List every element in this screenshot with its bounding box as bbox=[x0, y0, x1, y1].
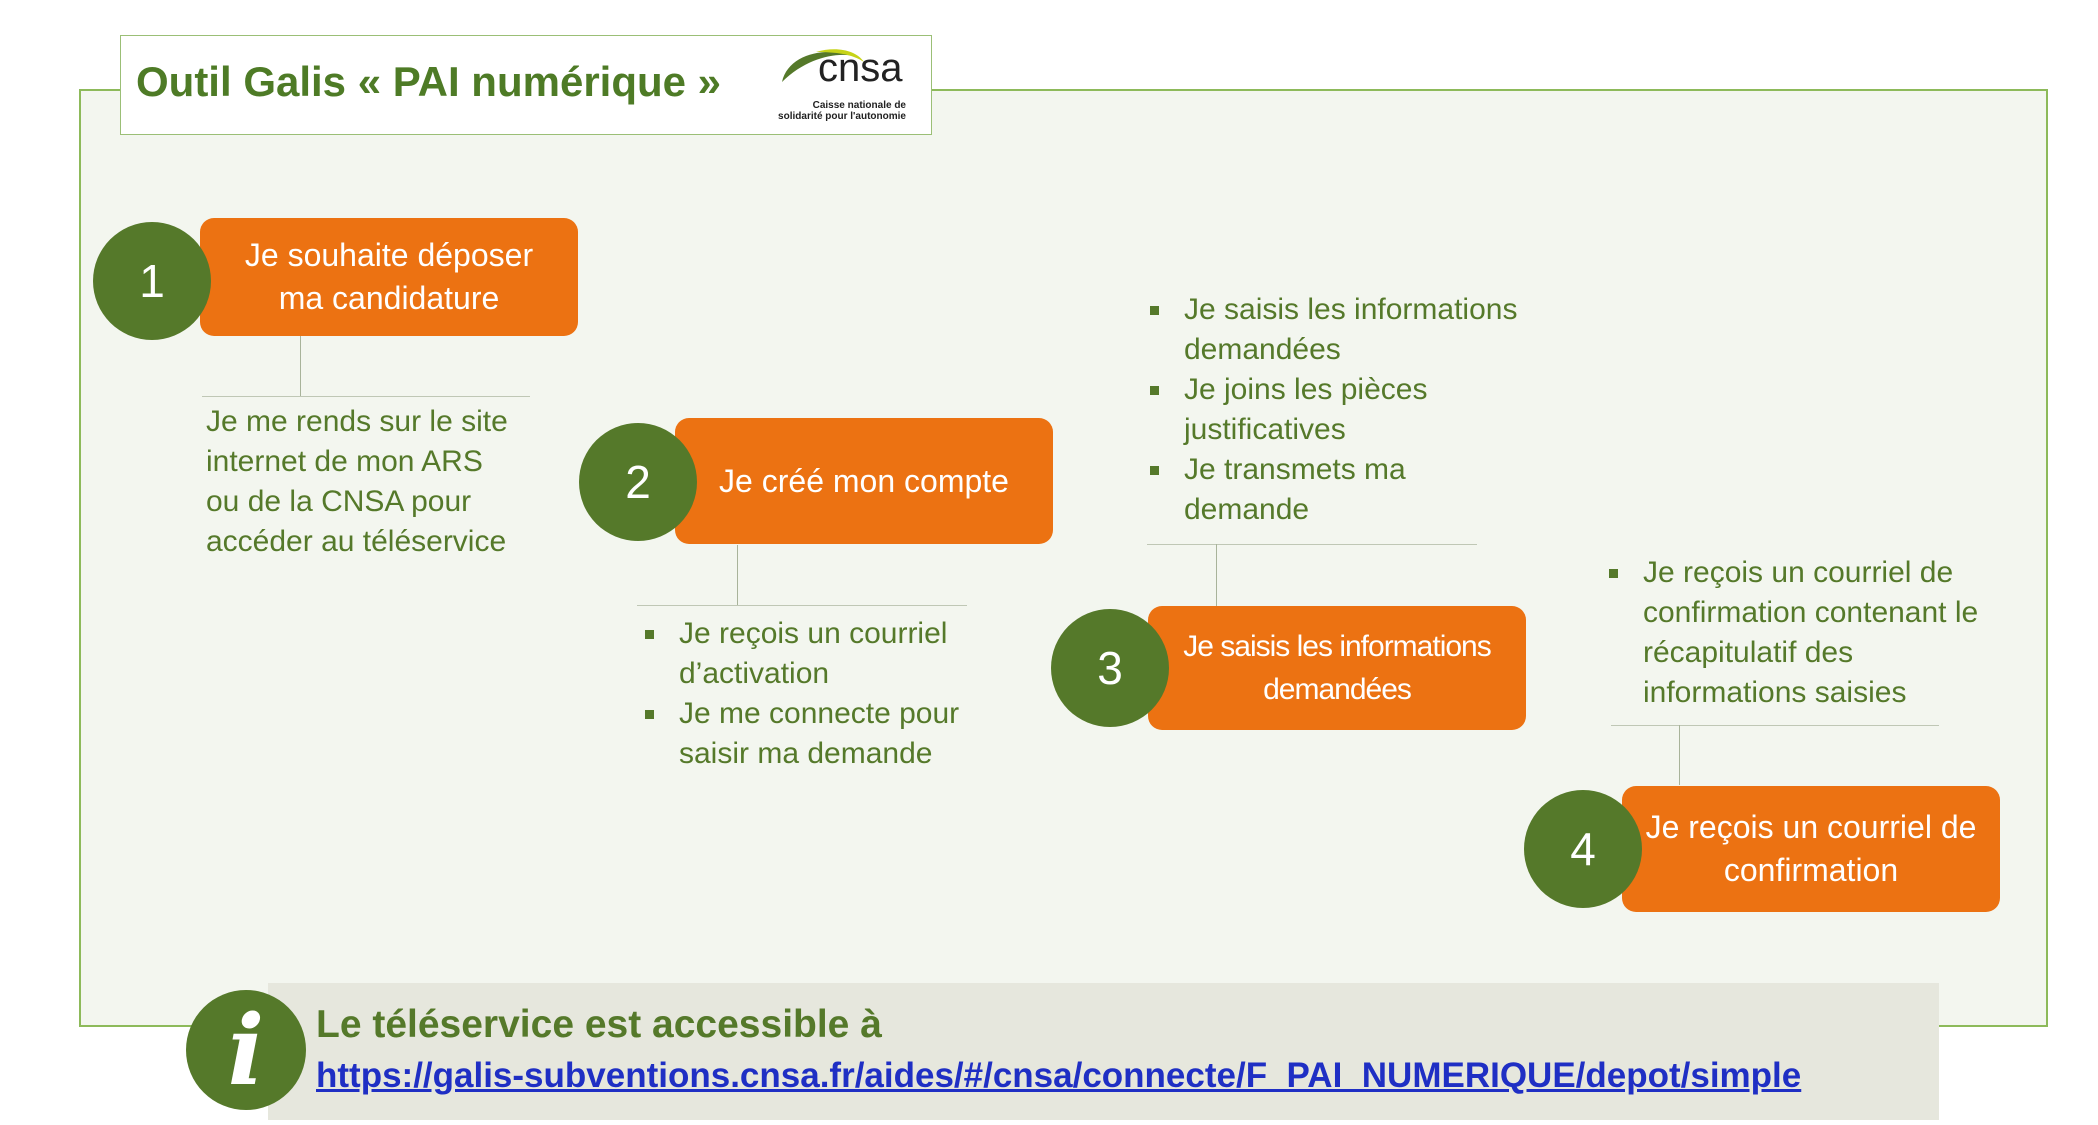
step-4-divider bbox=[1611, 725, 1939, 726]
cnsa-logo-swoosh-icon bbox=[782, 49, 864, 82]
step-2-bullet: Je reçois un courriel d’activation bbox=[643, 614, 983, 694]
title-box: Outil Galis « PAI numérique » cnsa Caiss… bbox=[120, 35, 932, 135]
info-icon: i bbox=[186, 990, 306, 1110]
logo-wordmark: cnsa bbox=[818, 46, 903, 90]
step-2-circle: 2 bbox=[579, 423, 697, 541]
step-3-bullet: Je transmets ma demande bbox=[1148, 450, 1528, 530]
step-4-bullets: Je reçois un courriel de confirmation co… bbox=[1607, 553, 1987, 713]
step-3-bullet: Je saisis les informations demandées bbox=[1148, 290, 1528, 370]
step-3-circle: 3 bbox=[1051, 609, 1169, 727]
step-4-connector bbox=[1679, 725, 1680, 785]
step-2-bullet: Je me connecte pour saisir ma demande bbox=[643, 694, 983, 774]
step-1-circle: 1 bbox=[93, 222, 211, 340]
teleservice-link[interactable]: https://galis-subventions.cnsa.fr/aides/… bbox=[316, 1056, 1802, 1095]
step-3-bullets: Je saisis les informations demandées Je … bbox=[1148, 290, 1528, 530]
step-1-description: Je me rends sur le site internet de mon … bbox=[206, 405, 508, 558]
step-3-connector bbox=[1216, 544, 1217, 606]
info-banner bbox=[268, 983, 1939, 1120]
step-1-connector bbox=[300, 336, 301, 396]
step-4-bullet: Je reçois un courriel de confirmation co… bbox=[1607, 553, 1987, 713]
page-title: Outil Galis « PAI numérique » bbox=[136, 58, 722, 105]
step-2-connector bbox=[737, 545, 738, 605]
logo-subtitle: Caisse nationale de solidarité pour l'au… bbox=[778, 100, 906, 122]
step-3-divider bbox=[1147, 544, 1477, 545]
step-1-box: Je souhaite déposer ma candidature bbox=[200, 218, 578, 336]
step-4-circle: 4 bbox=[1524, 790, 1642, 908]
cnsa-logo: cnsa Caisse nationale de solidarité pour… bbox=[776, 44, 906, 128]
step-2-divider bbox=[637, 605, 967, 606]
step-1-divider bbox=[202, 396, 530, 397]
step-4-box: Je reçois un courriel de confirmation bbox=[1622, 786, 2000, 912]
step-2-bullets: Je reçois un courriel d’activation Je me… bbox=[643, 614, 983, 774]
step-3-box: Je saisis les informations demandées bbox=[1148, 606, 1526, 730]
info-heading: Le téléservice est accessible à bbox=[316, 1003, 882, 1046]
step-2-box: Je créé mon compte bbox=[675, 418, 1053, 544]
step-3-bullet: Je joins les pièces justificatives bbox=[1148, 370, 1528, 450]
